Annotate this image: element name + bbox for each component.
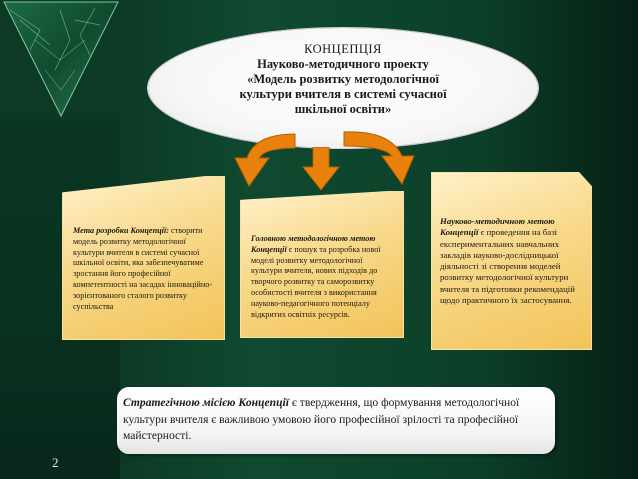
mission-text: є твердження, що формування методологічн… [123,396,520,442]
methodological-goal-text: є пошук та розробка нової моделі розвитк… [251,244,381,319]
scientific-goal-box: Науково-методичною метою Концепції є про… [431,172,592,350]
marble-triangle-decoration [0,0,122,118]
arrow-left-icon [234,133,296,187]
concept-line-5: шкільної освіти» [294,102,392,116]
purpose-box: Мета розробки Концепції: створити модель… [62,176,225,340]
scientific-goal-text: є проведення на базі експериментальних н… [440,227,575,306]
concept-line-4: культури вчителя в системі сучасної [239,87,447,101]
concept-title: КОНЦЕПЦІЯ [304,42,382,56]
concept-ellipse: КОНЦЕПЦІЯ Науково-методичного проекту «М… [148,28,538,148]
methodological-goal-box: Головною методологічною метою Концепції … [240,191,404,338]
methodological-goal-label: Головною методологічною метою Концепції [251,234,376,254]
page-number: 2 [52,455,59,470]
purpose-label: Мета розробки Концепції: [73,226,169,235]
arrow-right-icon [343,131,415,186]
scientific-goal-label: Науково-методичною метою Концепції [440,216,555,238]
concept-line-2: Науково-методичного проекту [257,57,429,71]
mission-box: Стратегічною місією Концепції є тверджен… [117,387,555,454]
mission-label: Стратегічною місією Концепції [123,396,289,409]
purpose-text: створити модель розвитку методологічної … [73,226,213,311]
arrow-down-icon [301,147,341,191]
concept-line-3: «Модель розвитку методологічної [247,72,439,86]
